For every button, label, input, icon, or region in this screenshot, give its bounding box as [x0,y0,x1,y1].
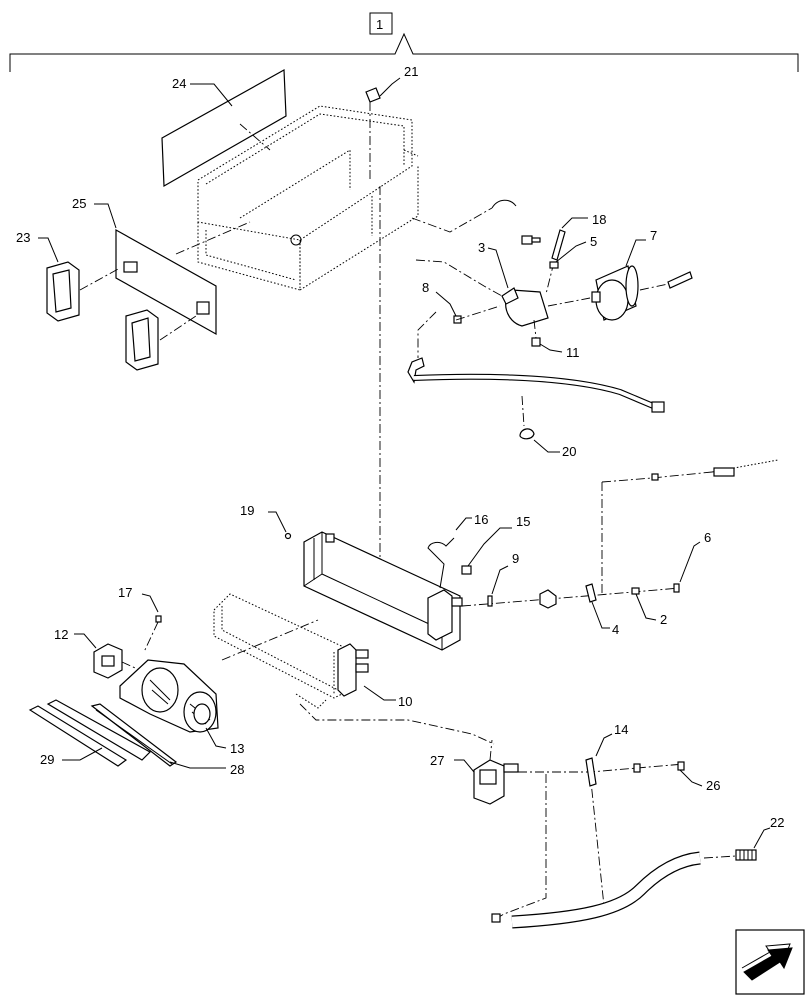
callout-9: 9 [512,551,519,566]
callout-21: 21 [404,64,418,79]
callout-4: 4 [612,622,619,637]
hvac-housing [197,105,419,291]
centerline [601,471,713,483]
callout-1: 1 [376,17,383,32]
part-23-seal [38,237,197,371]
part-29-filter-strip [28,699,151,767]
part-6-pin [673,541,701,593]
callout-14: 14 [614,722,628,737]
callout-19: 19 [240,503,254,518]
part-8-nut [435,291,501,324]
part-3-clamp [487,247,549,327]
fitting [651,473,659,481]
fitting [713,467,735,477]
assembly-bracket [9,12,799,72]
callout-13: 13 [230,741,244,756]
centerline [461,587,681,607]
part-19-screw [268,511,292,540]
part-24-filter-panel [161,69,287,188]
callout-5: 5 [590,234,597,249]
centerline [411,207,493,233]
callout-16: 16 [474,512,488,527]
part-20-hose [407,357,665,453]
part-7-receiver-dryer [547,239,693,321]
callout-6: 6 [704,530,711,545]
heater-core [303,531,463,651]
callout-22: 22 [770,815,784,830]
part-2-pin [631,587,657,621]
part-26-clamp [633,761,703,787]
fitting-valve [539,589,557,609]
part-4-bracket [585,583,610,629]
callout-25: 25 [72,196,86,211]
part-14-clip [585,733,613,787]
callout-17: 17 [118,585,132,600]
part-16-sensor [427,517,472,589]
callout-10: 10 [398,694,412,709]
callout-7: 7 [650,228,657,243]
part-13-blower [119,659,227,749]
callout-28: 28 [230,762,244,777]
part-5-washer [549,241,587,269]
callout-23: 23 [16,230,30,245]
wire [491,199,517,209]
fastener-bolt [521,235,541,245]
part-12-resistor [74,633,145,679]
part-18-bolt [545,217,588,295]
next-page-arrow-icon[interactable] [735,929,805,995]
callout-27: 27 [430,753,444,768]
centerline [415,259,503,297]
callout-8: 8 [422,280,429,295]
callout-18: 18 [592,212,606,227]
part-21-clip [365,77,401,180]
callout-12: 12 [54,627,68,642]
part-27-water-valve [454,739,519,805]
callout-24: 24 [172,76,186,91]
part-28-louver [90,703,226,769]
part-17-screw [141,593,162,653]
fitting [491,913,501,923]
centerline [589,771,605,907]
callout-3: 3 [478,240,485,255]
callout-29: 29 [40,752,54,767]
part-9-clip [487,565,509,607]
part-25-cover-panel [94,203,251,336]
part-10-fittings [337,643,396,701]
part-15-plug [461,527,512,575]
callout-15: 15 [516,514,530,529]
centerline [518,763,685,773]
callout-20: 20 [562,444,576,459]
callout-2: 2 [660,612,667,627]
callout-11: 11 [566,345,580,360]
centerline [417,311,437,358]
part-22-hose [511,827,771,929]
callout-26: 26 [706,778,720,793]
part-11-nut [531,319,563,353]
